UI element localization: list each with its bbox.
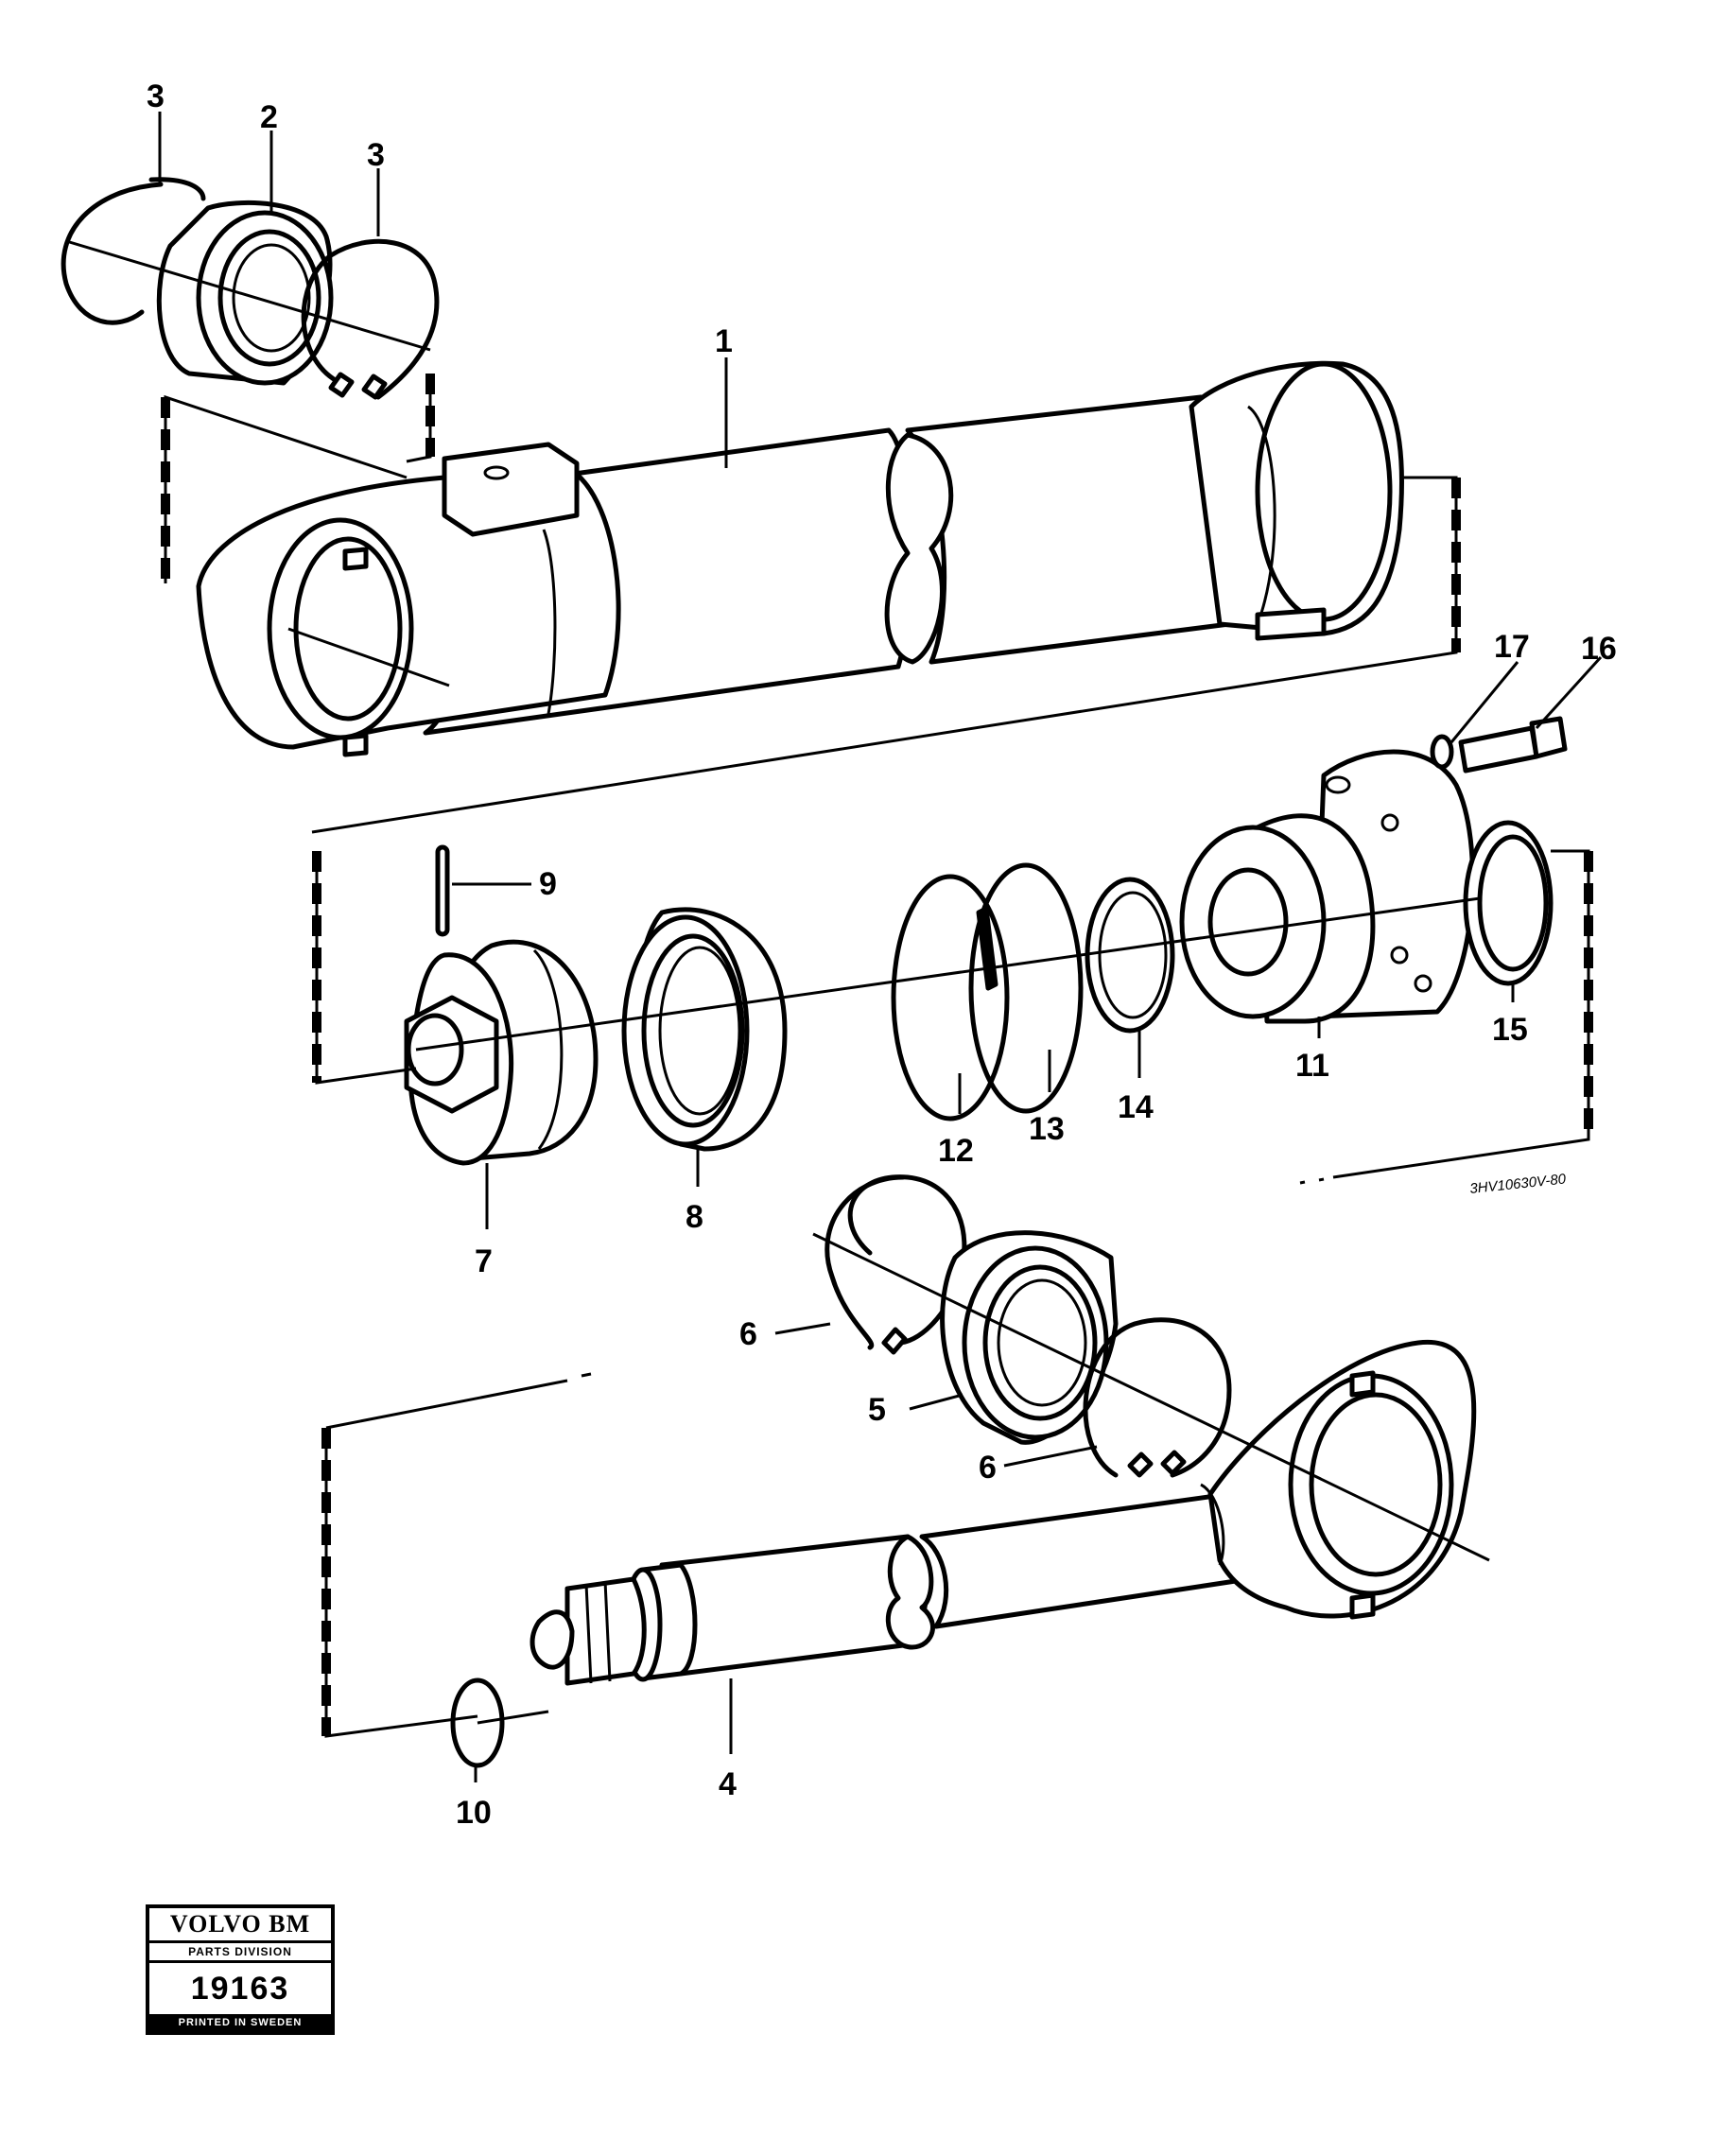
callout-14: 14 [1118,1089,1154,1125]
axis-line-head-eye [287,627,450,687]
callout-17: 17 [1494,629,1530,665]
part-1-cylinder-tube [423,360,1404,736]
callout-3-right: 3 [367,137,385,173]
assembly-bracket-tube [161,374,1461,834]
part-7-piston [404,939,599,1166]
callout-13: 13 [1029,1111,1065,1147]
callout-2: 2 [260,99,278,135]
volvo-bm-stamp: VOLVO BM PARTS DIVISION 19163 PRINTED IN… [146,1904,335,2035]
callout-16: 16 [1581,631,1617,667]
stamp-footer: PRINTED IN SWEDEN [149,2014,331,2031]
axis-line-rod-end [477,1710,549,1725]
callout-12: 12 [938,1133,974,1169]
stamp-division: PARTS DIVISION [149,1943,331,1963]
drawing-code: 3HV10630V-80 [1469,1171,1568,1197]
axis-line-rod [812,1232,1490,1562]
stamp-brand: VOLVO BM [149,1908,331,1943]
part-15-wiper [1463,820,1554,986]
callout-3-left: 3 [147,78,165,114]
part-14-ring [1085,877,1175,1034]
callout-9: 9 [539,866,557,902]
callout-11: 11 [1295,1048,1329,1084]
callout-leaders [158,112,1603,1782]
part-10-ring [450,1677,505,1768]
callout-1: 1 [715,323,733,359]
assembly-bracket-piston [312,849,1593,1185]
part-4-piston-rod [529,1491,1251,1686]
part-12-ring [891,874,1010,1121]
callout-6-upper: 6 [739,1316,757,1352]
callout-15: 15 [1492,1012,1528,1048]
part-6-circlip-lower [1083,1317,1232,1478]
assembly-bracket-rod [321,1372,592,1738]
part-2-bearing [156,200,334,386]
part-1-cylinder-head-eye [196,442,621,757]
callout-10: 10 [456,1795,492,1831]
callout-7: 7 [475,1243,493,1279]
part-16-screw [1458,716,1568,774]
stamp-number: 19163 [190,1971,290,2007]
axis-line-bearing [65,239,431,352]
part-8-seal [621,907,788,1152]
callout-labels: 3 2 3 1 17 16 9 15 11 14 13 12 8 7 6 5 6… [147,78,1617,1831]
callout-5: 5 [868,1392,886,1428]
callout-4: 4 [719,1766,737,1802]
part-11-cylinder-cap [1179,749,1475,1024]
axis-line-piston [415,896,1481,1052]
part-6-circlip-upper [825,1174,967,1355]
part-13-ring [968,862,1084,1114]
part-17-washer [1430,734,1454,770]
callout-6-lower: 6 [979,1450,997,1486]
part-3-circlip-right [301,238,440,400]
callout-8: 8 [686,1199,703,1235]
part-9-pin [435,844,450,937]
part-4-rod-eye [1200,1339,1477,1620]
